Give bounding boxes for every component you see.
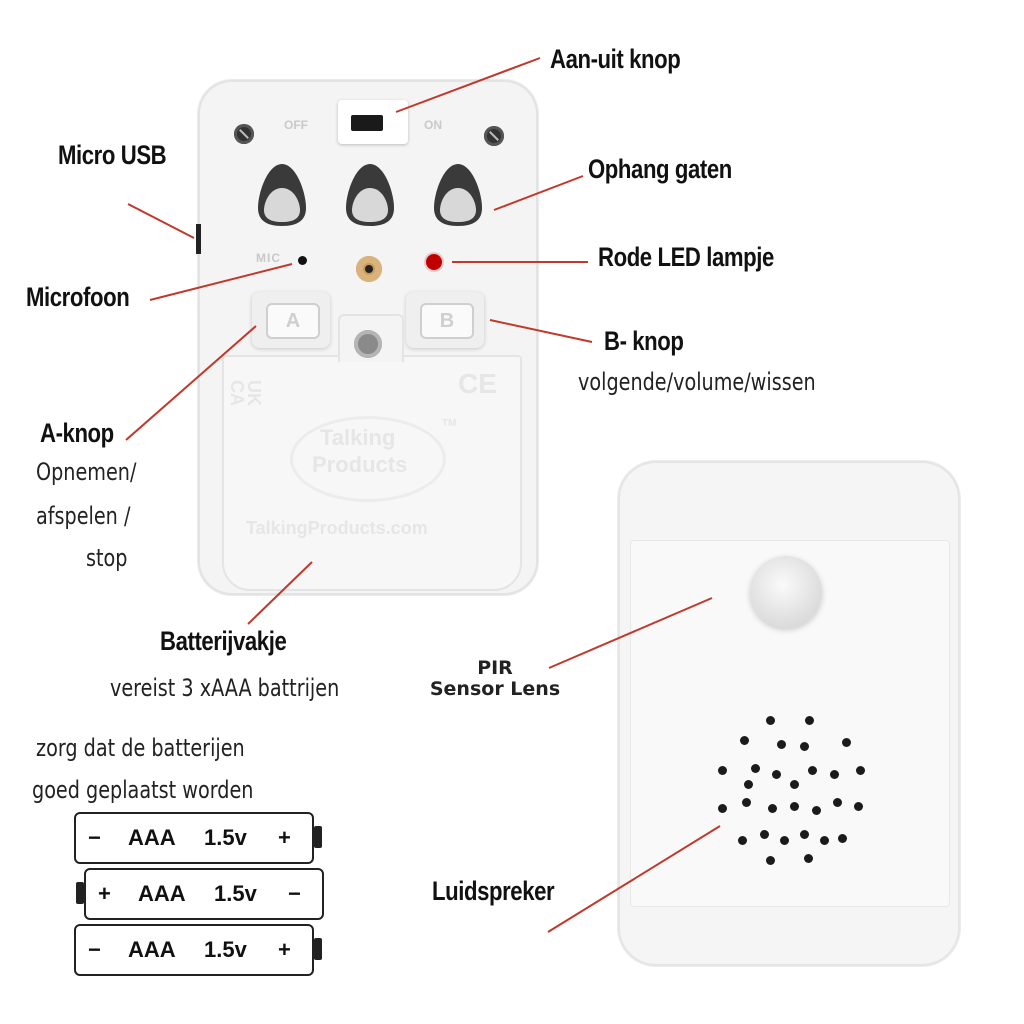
brand-logo-bubble xyxy=(290,416,446,502)
speaker-hole xyxy=(772,770,781,779)
hanging-hole-left xyxy=(258,164,306,226)
label-battery-compartment: Batterijvakje xyxy=(160,626,287,656)
label-micro-usb: Micro USB xyxy=(58,140,167,170)
hanging-hole-middle xyxy=(346,164,394,226)
battery-3-left-terminal: − xyxy=(88,937,101,962)
speaker-hole xyxy=(838,834,847,843)
brand-logo-line-2: Products xyxy=(312,452,408,477)
speaker-hole xyxy=(766,856,775,865)
battery-1-left-terminal: − xyxy=(88,825,101,850)
speaker-hole xyxy=(738,836,747,845)
battery-1-right-terminal: + xyxy=(278,825,291,850)
switch-on-label: ON xyxy=(424,118,442,132)
button-b: B xyxy=(406,292,484,348)
speaker-hole xyxy=(800,742,809,751)
speaker-hole xyxy=(768,804,777,813)
button-a-label: A xyxy=(266,303,320,339)
label-battery-note-1: zorg dat de batterijen xyxy=(36,734,245,762)
switch-off-label: OFF xyxy=(284,118,308,132)
speaker-hole xyxy=(790,802,799,811)
mic-label: MIC xyxy=(256,251,281,265)
battery-3-voltage: 1.5v xyxy=(204,937,247,962)
battery-2-type: AAA xyxy=(138,881,186,906)
battery-3-right-terminal: + xyxy=(278,937,291,962)
speaker-hole xyxy=(718,766,727,775)
label-battery-note-2: goed geplaatst worden xyxy=(32,776,254,804)
audio-jack xyxy=(356,256,382,282)
speaker-hole xyxy=(856,766,865,775)
battery-2: + AAA 1.5v − xyxy=(76,868,324,920)
label-battery-requirement: vereist 3 xAAA battrijen xyxy=(110,674,340,702)
battery-cover-screw xyxy=(354,330,382,358)
label-b-button: B- knop xyxy=(604,326,684,356)
speaker-hole xyxy=(742,798,751,807)
battery-3-type: AAA xyxy=(128,937,176,962)
speaker-hole xyxy=(808,766,817,775)
battery-1: − AAA 1.5v + xyxy=(74,812,322,864)
hanging-hole-right xyxy=(434,164,482,226)
speaker-hole xyxy=(804,854,813,863)
battery-2-cap xyxy=(76,882,84,904)
battery-3: − AAA 1.5v + xyxy=(74,924,322,976)
pir-sensor-lens xyxy=(750,556,822,628)
speaker-hole xyxy=(790,780,799,789)
speaker-hole xyxy=(760,830,769,839)
speaker-hole xyxy=(766,716,775,725)
speaker-hole xyxy=(842,738,851,747)
label-pir-sensor: PIR Sensor Lens xyxy=(420,658,570,700)
label-a-button-desc-1: Opnemen/ xyxy=(36,458,137,486)
power-switch xyxy=(338,100,408,144)
ce-mark: CE xyxy=(458,368,497,399)
label-a-button-desc-3: stop xyxy=(86,544,128,572)
speaker-hole xyxy=(820,836,829,845)
brand-logo-line-1: Talking xyxy=(320,425,396,450)
label-pir-line-1: PIR xyxy=(477,657,513,679)
label-speaker: Luidspreker xyxy=(432,876,555,906)
battery-1-voltage: 1.5v xyxy=(204,825,247,850)
speaker-hole xyxy=(740,736,749,745)
battery-2-voltage: 1.5v xyxy=(214,881,257,906)
red-led xyxy=(426,254,442,270)
button-a: A xyxy=(252,292,330,348)
label-microphone: Microfoon xyxy=(26,282,130,312)
battery-3-cap xyxy=(314,938,322,960)
speaker-hole xyxy=(854,802,863,811)
battery-2-right-terminal: − xyxy=(288,881,301,906)
speaker-hole xyxy=(805,716,814,725)
label-pir-line-2: Sensor Lens xyxy=(429,678,561,700)
line-micro-usb xyxy=(127,203,195,239)
trademark-mark: TM xyxy=(442,418,457,429)
speaker-hole xyxy=(833,798,842,807)
speaker-hole xyxy=(777,740,786,749)
screw-top-right xyxy=(484,126,504,146)
screw-top-left xyxy=(234,124,254,144)
speaker-hole xyxy=(830,770,839,779)
speaker-hole xyxy=(800,830,809,839)
label-hanging-holes: Ophang gaten xyxy=(588,154,732,184)
label-a-button-desc-2: afspelen / xyxy=(36,502,131,530)
label-a-button: A-knop xyxy=(40,418,114,448)
battery-2-left-terminal: + xyxy=(98,881,111,906)
ukca-mark: UK CA xyxy=(227,380,264,406)
label-power-button: Aan-uit knop xyxy=(550,44,681,74)
switch-knob xyxy=(351,115,383,131)
speaker-hole xyxy=(780,836,789,845)
speaker-hole xyxy=(812,806,821,815)
speaker-hole xyxy=(744,780,753,789)
battery-1-cap xyxy=(314,826,322,848)
website-watermark: TalkingProducts.com xyxy=(246,518,428,538)
microphone-hole xyxy=(298,256,307,265)
speaker-hole xyxy=(718,804,727,813)
label-b-button-desc: volgende/volume/wissen xyxy=(578,368,816,396)
label-red-led: Rode LED lampje xyxy=(598,242,774,272)
speaker-hole xyxy=(751,764,760,773)
button-b-label: B xyxy=(420,303,474,339)
battery-1-type: AAA xyxy=(128,825,176,850)
